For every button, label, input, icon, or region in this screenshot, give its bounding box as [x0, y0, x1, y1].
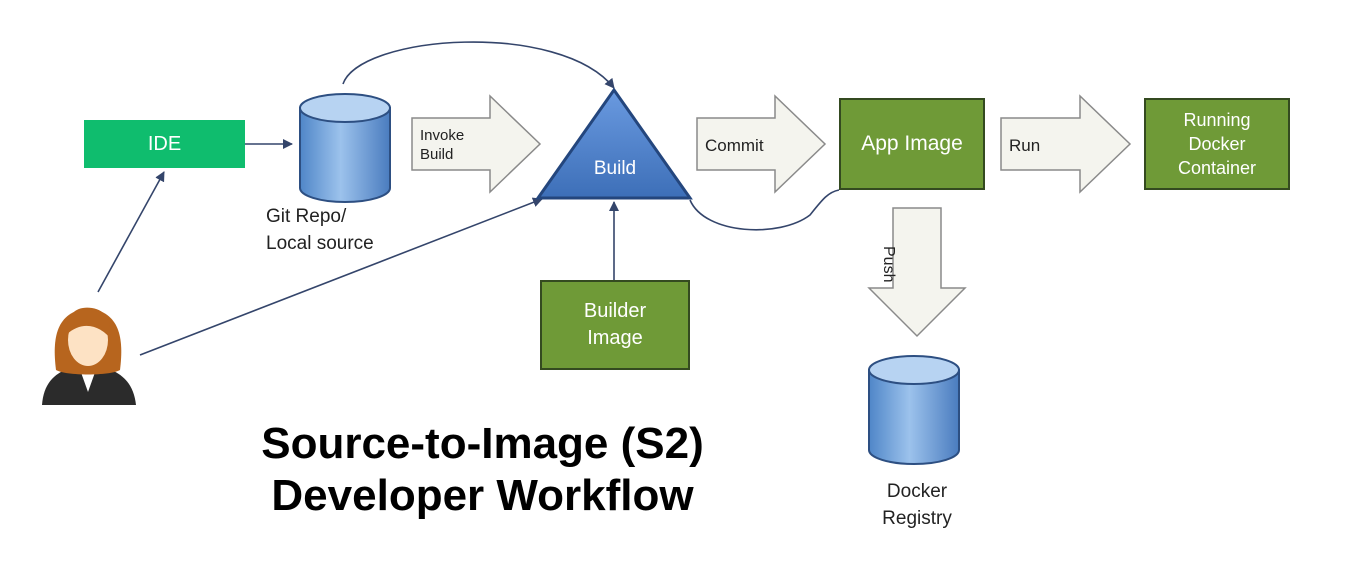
diagram-title: Source-to-Image (S2) Developer Workflow	[261, 419, 704, 520]
app-image-box: App Image	[839, 98, 985, 190]
connector-user-to-build	[139, 197, 543, 356]
connector-build-to-app-curve	[689, 189, 840, 231]
docker-registry-label: Docker Registry	[882, 481, 952, 529]
invoke-build-label: Invoke Build	[420, 127, 465, 163]
commit-label: Commit	[705, 136, 764, 155]
git-repo-cylinder-icon	[299, 93, 391, 203]
builder-image-box: Builder Image	[540, 280, 690, 370]
push-label: Push	[880, 246, 897, 283]
invoke-build-arrow	[411, 94, 542, 194]
build-label: Build	[593, 158, 637, 179]
ide-box: IDE	[84, 120, 245, 168]
developer-avatar-icon	[42, 307, 136, 405]
push-arrow	[867, 207, 967, 338]
git-repo-label: Git Repo/ Local source	[266, 206, 374, 254]
connector-repo-to-build-curve	[342, 41, 615, 89]
build-triangle	[535, 87, 693, 200]
run-label: Run	[1009, 136, 1041, 155]
commit-arrow	[696, 94, 827, 194]
running-container-box: Running Docker Container	[1144, 98, 1290, 190]
run-arrow	[1000, 94, 1132, 194]
docker-registry-cylinder-icon	[868, 355, 960, 465]
connector-user-to-ide	[97, 171, 165, 293]
